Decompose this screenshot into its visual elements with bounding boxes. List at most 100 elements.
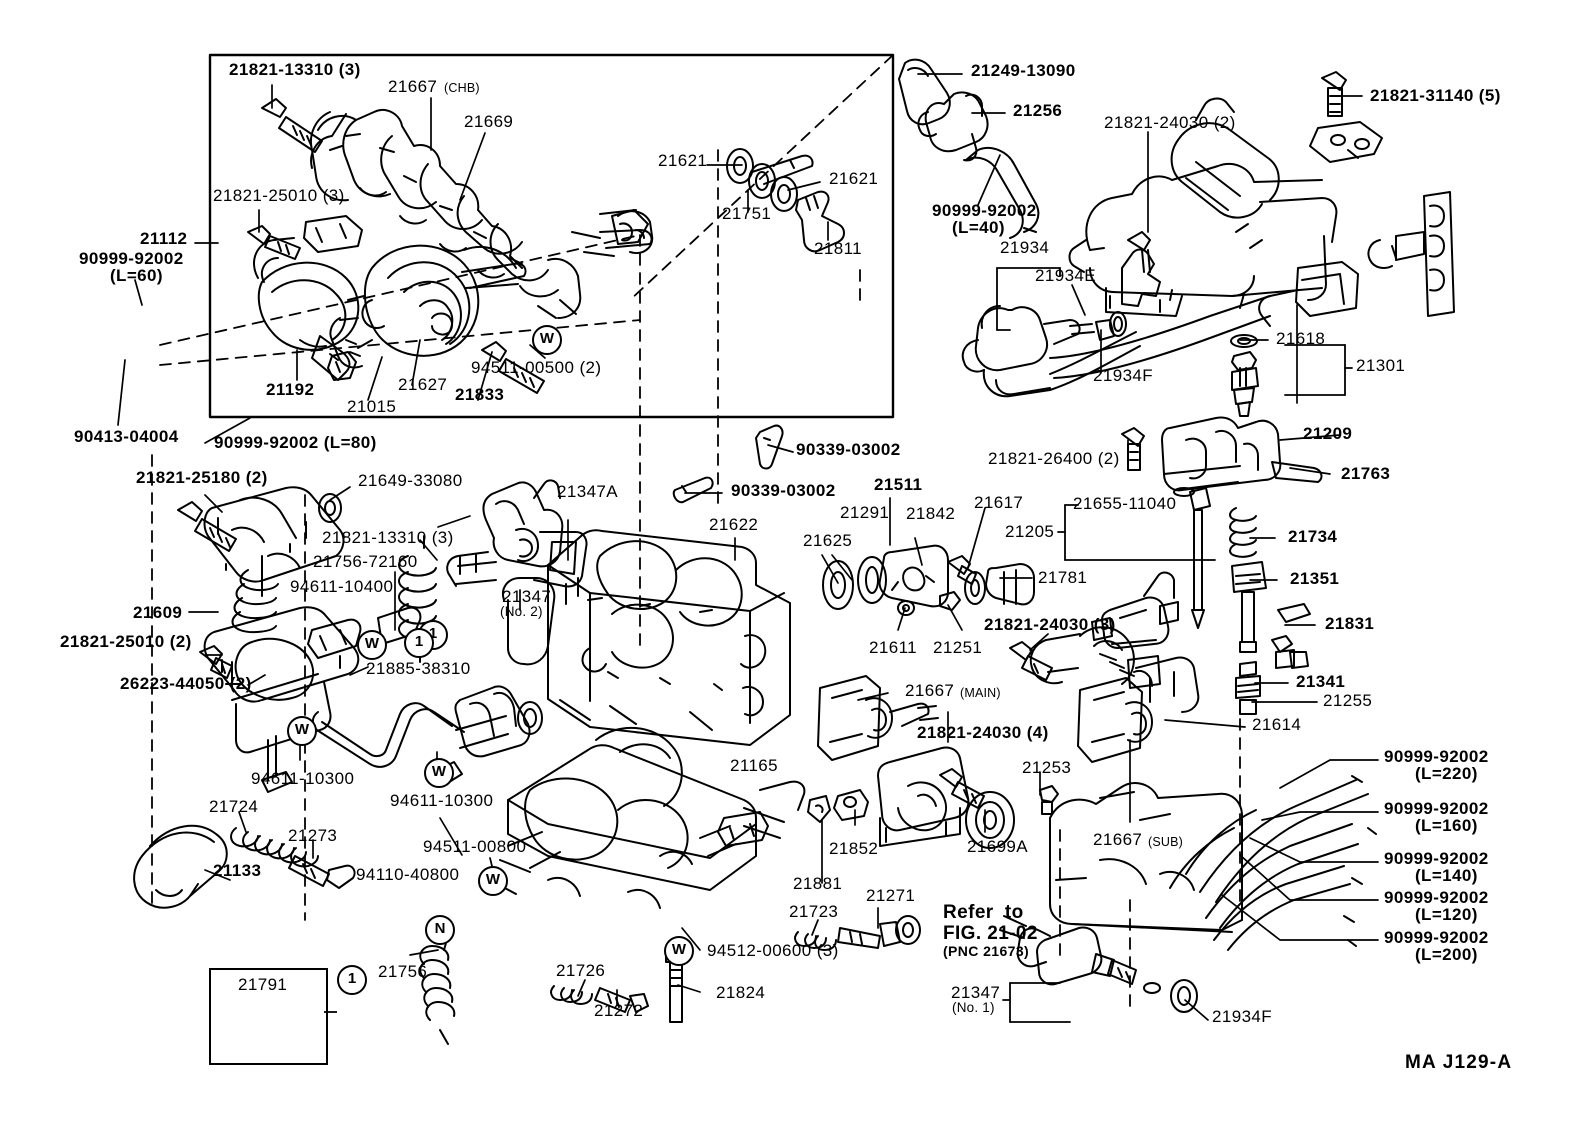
label-21347-no2: 21347 [502,587,552,606]
label-21273: 21273 [288,826,338,845]
label-21272: 21272 [594,1001,644,1020]
label-21756: 21756 [378,962,428,981]
label-21625: 21625 [803,531,853,550]
label-21205: 21205 [1005,522,1055,541]
label-90999-92002-l80: 90999-92002 (L=80) [214,433,377,452]
refer-note-line1: Refer to [943,902,1024,923]
badge-callout-1b: 1 [404,628,434,658]
label-21821-13310-b: 21821-13310 (3) [322,528,454,547]
label-21347A: 21347A [557,482,619,501]
label-90999-92002-l60: 90999-92002 [79,249,184,268]
label-21699A: 21699A [967,837,1029,856]
label-94511-00800: 94511-00800 [423,837,527,856]
label-90999-92002-l120: 90999-92002 [1384,888,1489,907]
badge-callout-1c: 1 [337,965,367,995]
label-21192: 21192 [266,380,315,399]
label-21015: 21015 [347,397,397,416]
label-94611-10300-b: 94611-10300 [390,791,494,810]
label-94611-10400: 94611-10400 [290,577,394,596]
label-21821-26400-2: 21821-26400 (2) [988,449,1120,468]
label-90999-92002-l160-length: (L=160) [1415,816,1478,835]
label-21669: 21669 [464,112,514,131]
label-21347-no2-suffix: (No. 2) [500,604,543,619]
label-21614: 21614 [1252,715,1302,734]
label-21934F: 21934F [1093,366,1154,385]
label-21165: 21165 [730,756,779,775]
label-21885-38310: 21885-38310 [366,659,471,678]
label-21667-chb-suffix: (CHB) [444,81,480,95]
label-21609: 21609 [133,603,183,622]
label-21824: 21824 [716,983,766,1002]
label-21821-25010-2: 21821-25010 (2) [60,632,192,651]
label-21821-24030-3: 21821-24030 (3) [984,615,1116,634]
label-94512-00600-3: 94512-00600 (3) [707,941,839,960]
label-21734: 21734 [1288,527,1338,546]
label-90339-03002-a: 90339-03002 [796,440,901,459]
label-21726: 21726 [556,961,606,980]
refer-note-line3: (PNC 21673) [943,943,1030,959]
label-21667-chb: 21667 [388,77,438,96]
label-94611-10300-a: 94611-10300 [251,769,355,788]
label-21611: 21611 [869,638,918,657]
label-90999-92002-l40: 90999-92002 [932,201,1037,220]
label-21852: 21852 [829,839,879,858]
label-21622: 21622 [709,515,759,534]
label-26223-44050-2: 26223-44050 (2) [120,674,252,693]
label-21649-33080: 21649-33080 [358,471,463,490]
label-21821-24030-4: 21821-24030 (4) [917,723,1049,742]
label-21617: 21617 [974,493,1024,512]
label-90999-92002-l220-length: (L=220) [1415,764,1478,783]
label-21881: 21881 [793,874,843,893]
label-90339-03002-b: 90339-03002 [731,481,836,500]
label-21133: 21133 [213,861,262,880]
label-21655-11040: 21655-11040 [1073,494,1177,513]
label-21255: 21255 [1323,691,1373,710]
badge-n-1: N [425,915,455,945]
label-21842: 21842 [906,504,956,523]
label-90999-92002-l140-length: (L=140) [1415,866,1478,885]
label-21112: 21112 [140,229,188,248]
label-90999-92002-l200: 90999-92002 [1384,928,1489,947]
label-21667-main-suffix: (MAIN) [960,686,1001,700]
label-21821-25010-3: 21821-25010 (3) [213,186,345,205]
badge-w-1: W [532,325,562,355]
label-21821-31140-5: 21821-31140 (5) [1370,86,1501,105]
label-90413-04004: 90413-04004 [74,427,179,446]
label-21621-a: 21621 [658,151,708,170]
badge-w-2: W [357,630,387,660]
label-21821-25180-2: 21821-25180 (2) [136,468,268,487]
label-21667-sub: 21667 [1093,830,1143,849]
label-90999-92002-l160: 90999-92002 [1384,799,1489,818]
label-21756-72160: 21756-72160 [313,552,418,571]
label-21934F-b: 21934F [1212,1007,1273,1026]
label-21249-13090: 21249-13090 [971,61,1076,80]
label-21934E: 21934E [1035,266,1097,285]
label-94110-40800: 94110-40800 [356,865,460,884]
label-21621-b: 21621 [829,169,879,188]
badge-w-4: W [424,758,454,788]
label-21811: 21811 [814,239,863,258]
label-21341: 21341 [1296,672,1346,691]
label-21724: 21724 [209,797,259,816]
inset-box-21791 [209,968,328,1065]
label-21351: 21351 [1290,569,1340,588]
label-21763: 21763 [1341,464,1391,483]
label-21821-13310-a: 21821-13310 (3) [229,60,361,79]
refer-note-line2: FIG. 21-02 [943,923,1038,944]
badge-w-5: W [478,866,508,896]
label-21934: 21934 [1000,238,1050,257]
label-90999-92002-l140: 90999-92002 [1384,849,1489,868]
label-21301: 21301 [1356,356,1406,375]
label-21253: 21253 [1022,758,1072,777]
label-90999-92002-l200-length: (L=200) [1415,945,1478,964]
label-21271: 21271 [866,886,916,905]
label-21667-sub-suffix: (SUB) [1148,835,1184,849]
label-94511-00500-2: 94511-00500 (2) [471,358,602,377]
label-21723: 21723 [789,902,839,921]
label-21256: 21256 [1013,101,1063,120]
label-21251: 21251 [933,638,983,657]
badge-w-6: W [664,936,694,966]
label-21511: 21511 [874,475,923,494]
